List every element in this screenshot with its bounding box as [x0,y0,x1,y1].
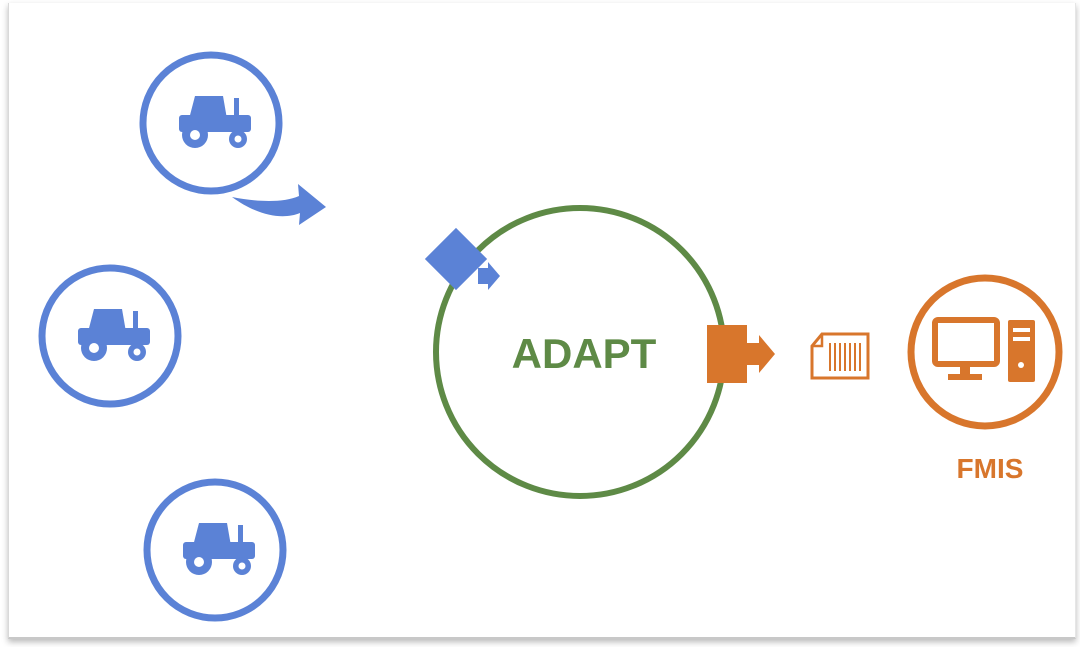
fmis-node: FMIS [907,274,1063,484]
tractor-circle [139,51,283,195]
tractor-circle [38,264,182,408]
plugin-out-icon [707,325,775,383]
tractor-circle [143,478,287,622]
adapt-node: ADAPT [424,205,775,499]
tractor-icon [183,523,255,575]
data-file-icon [810,332,870,380]
fmis-label: FMIS [957,453,1024,484]
curved-arrow-icon [232,184,326,225]
computer-icon [932,317,1035,382]
tractor-node-3 [143,478,287,622]
tractor-icon [78,309,150,361]
adapt-label: ADAPT [512,330,657,377]
tractor-node-1 [139,51,283,195]
plugin-in-icon [424,227,500,291]
fmis-circle [907,274,1063,430]
diagram-frame [8,3,1076,639]
tractor-node-2 [38,264,182,408]
tractor-icon [179,96,251,148]
